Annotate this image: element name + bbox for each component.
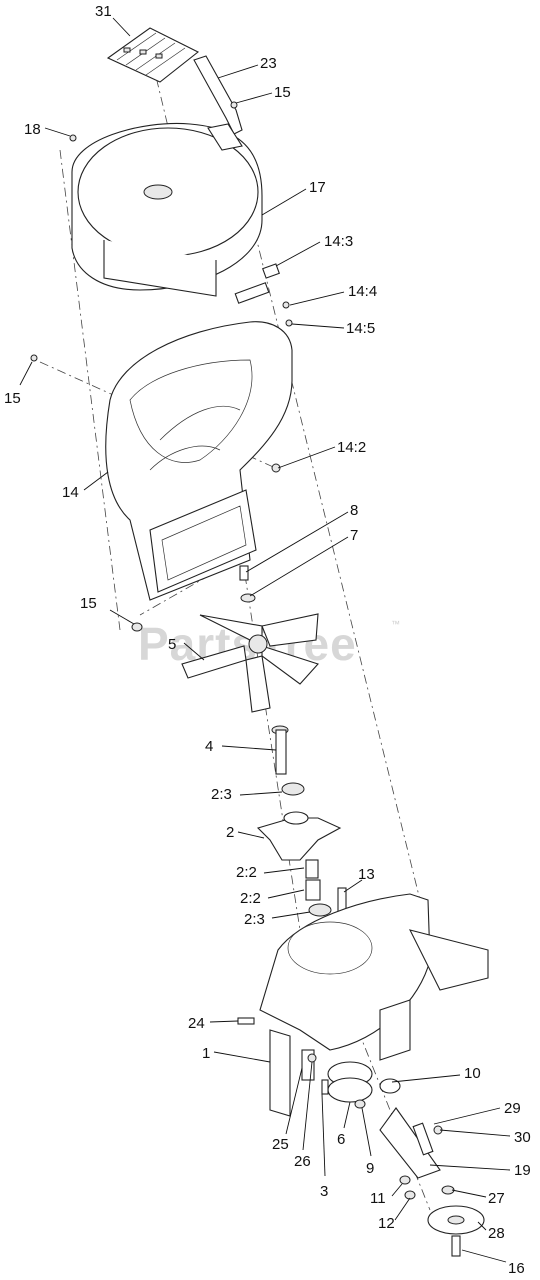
callout-17: 17 <box>309 179 326 196</box>
callout-14-5: 14:5 <box>346 320 375 337</box>
callout-24: 24 <box>188 1015 205 1032</box>
callout-28: 28 <box>488 1225 505 1242</box>
callout-2-2: 2:2 <box>236 864 257 881</box>
callout-14-4: 14:4 <box>348 283 377 300</box>
callout-1: 1 <box>202 1045 210 1062</box>
idler-assembly <box>301 1049 485 1257</box>
callout-5: 5 <box>168 636 176 653</box>
callout-14-3: 14:3 <box>324 233 353 250</box>
callout-15: 15 <box>80 595 97 612</box>
callout-25: 25 <box>272 1136 289 1153</box>
callout-23: 23 <box>260 55 277 72</box>
callout-6: 6 <box>337 1131 345 1148</box>
callout-26: 26 <box>294 1153 311 1170</box>
impeller <box>181 613 319 713</box>
decal-sheet <box>106 27 200 83</box>
callout-2-2: 2:2 <box>240 890 261 907</box>
callout-2: 2 <box>226 824 234 841</box>
spindle-assembly <box>256 725 347 917</box>
callout-11: 11 <box>370 1190 386 1207</box>
callout-15: 15 <box>274 84 291 101</box>
deck-plate <box>237 893 489 1117</box>
callout-19: 19 <box>514 1162 531 1179</box>
callout-9: 9 <box>366 1160 374 1177</box>
callout-3: 3 <box>320 1183 328 1200</box>
callout-14: 14 <box>62 484 79 501</box>
callout-4: 4 <box>205 738 213 755</box>
leader-lines <box>19 17 511 1263</box>
bolt-washer <box>131 565 256 632</box>
callout-8: 8 <box>350 502 358 519</box>
callout-10: 10 <box>464 1065 481 1082</box>
callout-2-3: 2:3 <box>244 911 265 928</box>
callout-14-2: 14:2 <box>337 439 366 456</box>
callouts: 31 23 15 18 17 14:3 14:4 14:5 15 14:2 14… <box>4 3 531 1277</box>
callout-13: 13 <box>358 866 375 883</box>
callout-31: 31 <box>95 3 112 20</box>
callout-30: 30 <box>514 1129 531 1146</box>
callout-18: 18 <box>24 121 41 138</box>
callout-12: 12 <box>378 1215 395 1232</box>
blower-housing <box>30 321 293 601</box>
latch-parts <box>234 263 293 327</box>
callout-16: 16 <box>508 1260 525 1277</box>
callout-7: 7 <box>350 527 358 544</box>
watermark-tm: ™ <box>391 619 400 629</box>
callout-27: 27 <box>488 1190 505 1207</box>
callout-29: 29 <box>504 1100 521 1117</box>
callout-2-3: 2:3 <box>211 786 232 803</box>
callout-15: 15 <box>4 390 21 407</box>
housing-cover <box>69 122 263 297</box>
deflector-plate <box>193 55 243 135</box>
